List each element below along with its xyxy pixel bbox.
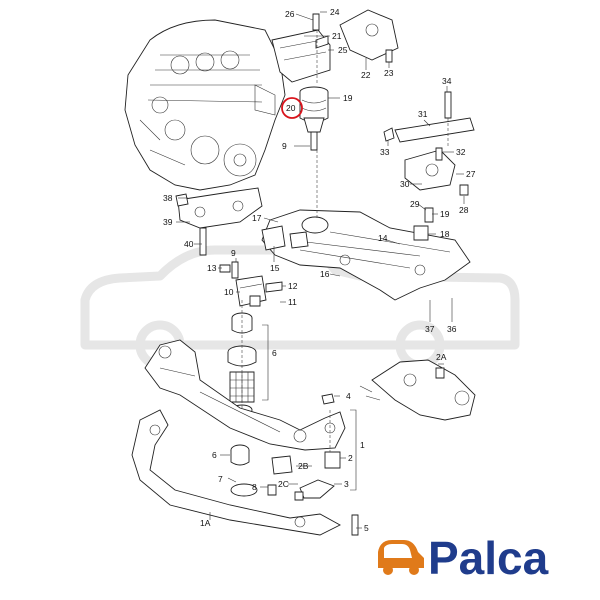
part-label-29: 29 [410, 199, 420, 209]
gearbox-mount-small [219, 261, 283, 307]
part-label-14: 14 [378, 233, 388, 243]
part-label-28: 28 [459, 205, 469, 215]
part-label-9-upper: 9 [282, 141, 287, 151]
part-label-33: 33 [380, 147, 390, 157]
gearbox-bracket [383, 91, 475, 223]
part-label-5: 5 [364, 523, 369, 533]
part-label-25: 25 [338, 45, 348, 55]
part-label-18: 18 [440, 229, 450, 239]
part-label-22: 22 [361, 70, 371, 80]
part-label-19-upper: 19 [343, 93, 353, 103]
part-label-3: 3 [344, 479, 349, 489]
car-icon [378, 540, 424, 568]
upper-mount-bracket [271, 9, 399, 85]
part-label-8: 8 [252, 482, 257, 492]
palca-logo: Palca [378, 532, 549, 584]
part-label-7: 7 [218, 474, 223, 484]
part-labels: 26 24 21 25 22 23 20 19 34 31 33 32 27 3… [163, 7, 476, 533]
leader-lines [176, 11, 465, 529]
part-label-24: 24 [330, 7, 340, 17]
part-label-40: 40 [184, 239, 194, 249]
part-label-27: 27 [466, 169, 476, 179]
part-label-16: 16 [320, 269, 330, 279]
part-label-21: 21 [332, 31, 342, 41]
engine-mount-part-20 [281, 86, 329, 151]
part-label-32: 32 [456, 147, 466, 157]
part-label-17: 17 [252, 213, 262, 223]
part-label-9-lower: 9 [231, 248, 236, 258]
part-label-36: 36 [447, 324, 457, 334]
part-label-11: 11 [288, 297, 297, 307]
highlight-ring [281, 97, 303, 119]
part-label-6-upper: 6 [272, 348, 277, 358]
part-label-13: 13 [207, 263, 217, 273]
lower-mounts [230, 410, 341, 501]
part-label-6-lower: 6 [212, 450, 217, 460]
rubber-mount-stack-6 [227, 300, 257, 416]
part-label-26: 26 [285, 9, 295, 19]
part-label-10: 10 [224, 287, 234, 297]
front-crossmember [261, 150, 471, 301]
part-label-38: 38 [163, 193, 173, 203]
engine-side-bracket [175, 187, 263, 256]
part-label-12: 12 [288, 281, 298, 291]
part-label-2C: 2C [278, 479, 289, 489]
part-label-20: 20 [286, 103, 296, 113]
part-label-23: 23 [384, 68, 394, 78]
part-label-37: 37 [425, 324, 435, 334]
engine-block [124, 19, 286, 191]
part-label-15: 15 [270, 263, 280, 273]
part-label-1: 1 [360, 440, 365, 450]
part-label-1A: 1A [200, 518, 211, 528]
gearbox-support-2A [359, 359, 476, 421]
lower-frame-part-1A [131, 409, 359, 536]
part-label-4: 4 [346, 391, 351, 401]
part-label-34: 34 [442, 76, 452, 86]
part-label-2: 2 [348, 453, 353, 463]
part-label-30: 30 [400, 179, 410, 189]
part-label-19-lower: 19 [440, 209, 450, 219]
part-label-2A: 2A [436, 352, 447, 362]
part-label-39: 39 [163, 217, 173, 227]
part-label-31: 31 [418, 109, 428, 119]
brand-name: Palca [428, 532, 549, 584]
part-label-2B: 2B [298, 461, 309, 471]
